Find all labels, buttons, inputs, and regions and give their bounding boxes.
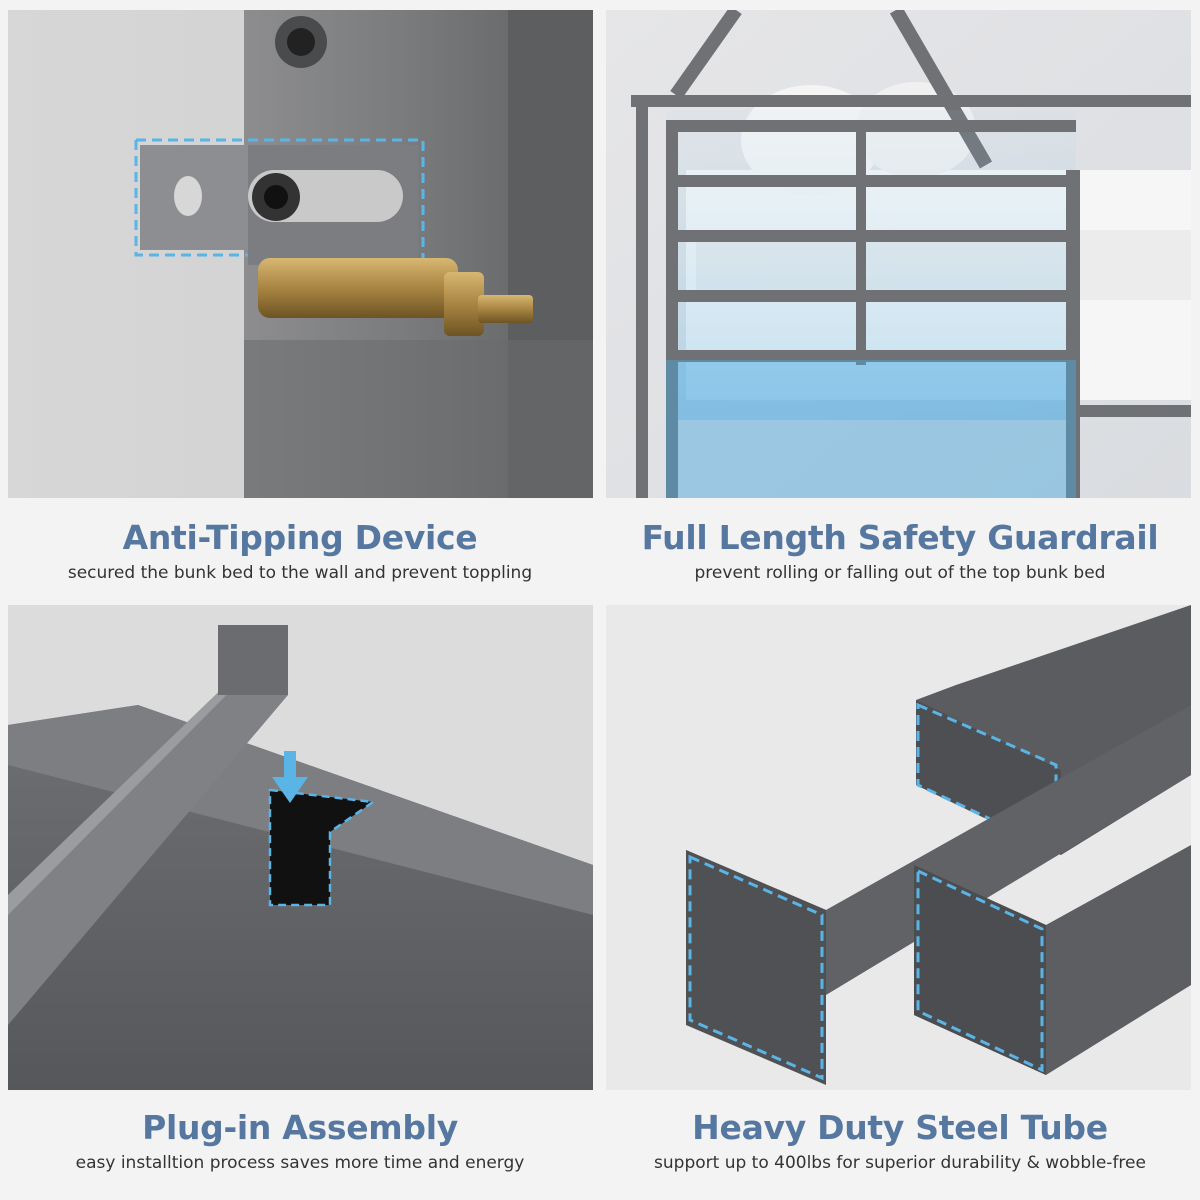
anti-tipping-device-image — [8, 10, 593, 498]
safety-guardrail-image — [606, 10, 1191, 498]
feature-title: Full Length Safety Guardrail — [641, 518, 1159, 557]
feature-title: Anti-Tipping Device — [122, 518, 478, 557]
feature-title: Heavy Duty Steel Tube — [692, 1108, 1108, 1147]
feature-subtitle: easy installtion process saves more time… — [75, 1153, 525, 1173]
feature-guardrail: Full Length Safety Guardrail prevent rol… — [600, 518, 1200, 586]
feature-subtitle: prevent rolling or falling out of the to… — [694, 563, 1106, 583]
feature-plug-in-assembly: Plug-in Assembly easy installtion proces… — [0, 1108, 600, 1176]
feature-subtitle: support up to 400lbs for superior durabi… — [654, 1153, 1146, 1173]
feature-subtitle: secured the bunk bed to the wall and pre… — [67, 563, 533, 583]
plug-in-assembly-image — [8, 605, 593, 1090]
feature-anti-tipping: Anti-Tipping Device secured the bunk bed… — [0, 518, 600, 586]
feature-title: Plug-in Assembly — [142, 1108, 458, 1147]
feature-steel-tube: Heavy Duty Steel Tube support up to 400l… — [600, 1108, 1200, 1176]
steel-tube-image — [606, 605, 1191, 1090]
